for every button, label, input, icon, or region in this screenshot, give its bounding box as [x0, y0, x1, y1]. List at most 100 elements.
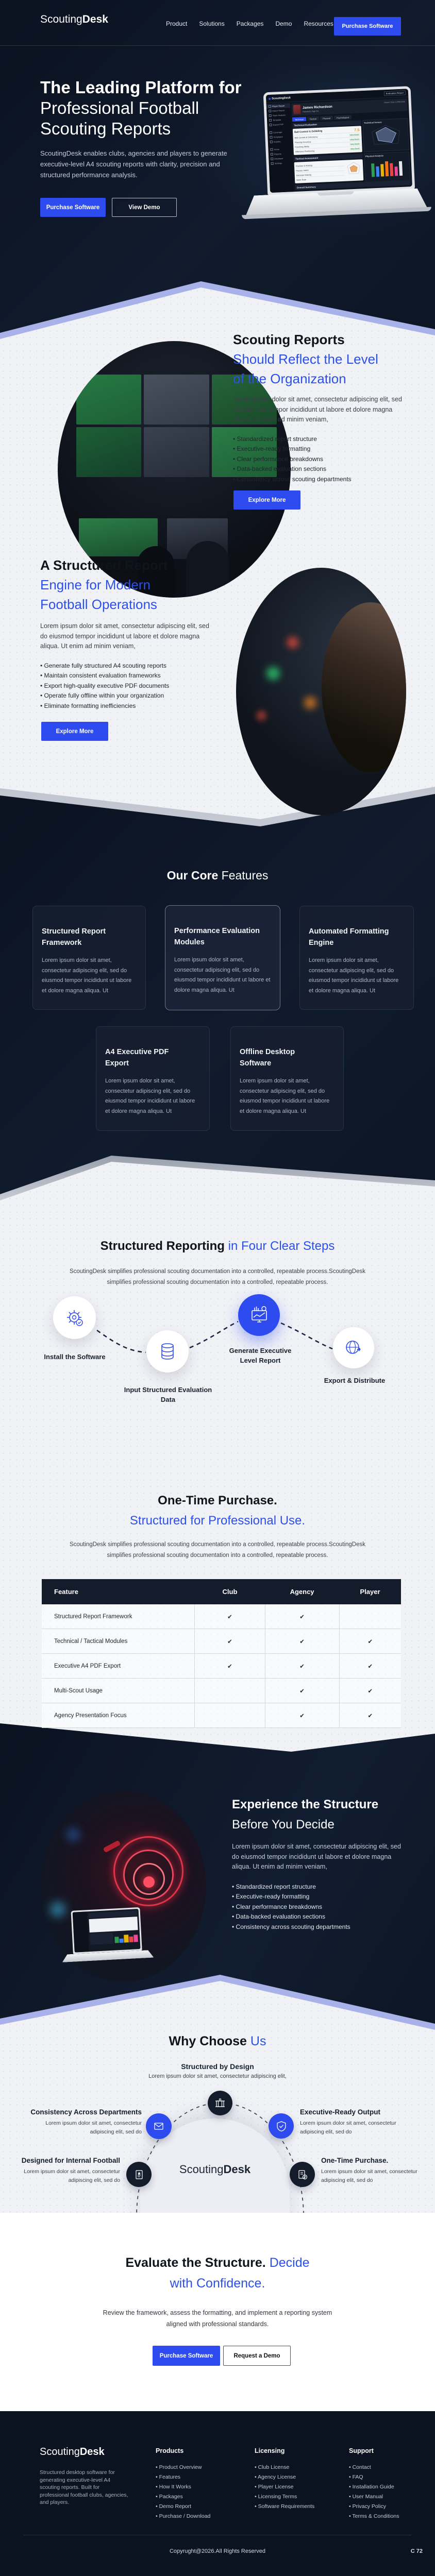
step-label-export: Export & Distribute [324, 1377, 386, 1384]
features-title: Our Core Features [0, 869, 435, 883]
steps-title: Structured Reporting in Four Clear Steps [0, 1239, 435, 1253]
bullet-item: Consistency across scouting departments [233, 474, 352, 484]
why-item-internal: Designed for Internal Football Lorem ips… [21, 2157, 120, 2183]
report-date: Report Date 12/08/2026 [384, 100, 405, 104]
footer-col-licensing-title: Licensing [255, 2447, 285, 2454]
table-row: Structured Report Framework ✔ ✔ [42, 1604, 401, 1629]
step-export-circle [333, 1327, 374, 1368]
footer-link[interactable]: Player License [255, 2482, 314, 2492]
laptop-sidebar-item[interactable]: Settings [269, 160, 293, 166]
reports-title-blue2: of the Organization [233, 371, 346, 386]
footer-link[interactable]: Demo Report [156, 2502, 210, 2512]
experience-bullet-list: Standardized report structure Executive-… [232, 1882, 350, 1932]
footer-link[interactable]: Features [156, 2472, 210, 2482]
pricing-title: One-Time Purchase. Structured for Profes… [0, 1490, 435, 1531]
building-icon [215, 2098, 225, 2107]
features-title-light: Features [221, 869, 269, 882]
laptop-sidebar-item[interactable]: Export PDF [267, 122, 291, 127]
hero-title-line1: The Leading Platform for [40, 78, 242, 97]
pricing-title-blue: Structured for Professional Use. [129, 1514, 306, 1528]
footer-link[interactable]: FAQ [349, 2472, 399, 2482]
footer-logo[interactable]: ScoutingDesk [40, 2446, 105, 2458]
cta-purchase-button[interactable]: Purchase Software [153, 2346, 220, 2366]
tab-psychological[interactable]: Psychological [333, 115, 352, 120]
footer-col-support-title: Support [349, 2447, 374, 2454]
why-title-dark: Why Choose [169, 2034, 247, 2048]
check-cell: ✔ [194, 1629, 265, 1654]
cta-section [0, 2213, 435, 2411]
footer-link[interactable]: Packages [156, 2492, 210, 2502]
pricing-title-dark: One-Time Purchase. [158, 1494, 277, 1507]
footer-link[interactable]: Contact [349, 2463, 399, 2472]
footer-link[interactable]: Club License [255, 2463, 314, 2472]
tab-tactical[interactable]: Tactical [307, 116, 320, 121]
footer-link[interactable]: Software Requirements [255, 2502, 315, 2512]
footer-link[interactable]: Privacy Policy [349, 2502, 399, 2512]
cta-title-dark: Evaluate the Structure. [125, 2256, 266, 2270]
check-cell: ✔ [339, 1629, 401, 1654]
why-top-title: Structured by Design [181, 2062, 254, 2071]
header-purchase-button[interactable]: Purchase Software [334, 17, 401, 36]
footer-col-support-links: Contact FAQ Installation Guide User Manu… [349, 2463, 399, 2521]
check-cell: ✔ [339, 1678, 401, 1703]
footer-link[interactable]: How It Works [156, 2482, 210, 2492]
footer-version: C 72 [410, 2548, 423, 2554]
footer-link[interactable]: Installation Guide [349, 2482, 399, 2492]
experience-title-light: Before You Decide [232, 1818, 334, 1832]
player-avatar [293, 105, 301, 114]
empty-cell [339, 1604, 401, 1629]
panel-radar: Technical Assess [362, 118, 409, 152]
why-item-executive: Executive-Ready Output Lorem ipsum dolor… [300, 2108, 396, 2135]
laptop-report-badge: Evaluation Report [383, 90, 406, 96]
footer-link[interactable]: Agency License [255, 2472, 314, 2482]
globe-export-icon [346, 1341, 361, 1354]
hero-purchase-button[interactable]: Purchase Software [40, 198, 106, 217]
bullet-item: Standardized report structure [232, 1882, 350, 1892]
footer-link[interactable]: Product Overview [156, 2463, 210, 2472]
empty-cell [194, 1678, 265, 1703]
bullet-item: Standardized report structure [233, 434, 352, 444]
gear-wrench-icon [66, 1310, 83, 1326]
dart [103, 1840, 121, 1853]
col-feature: Feature [42, 1579, 195, 1604]
bullet-item: Generate fully structured A4 scouting re… [40, 661, 169, 671]
laptop-screen: ScoutingDesk Evaluation Report Player Re… [263, 86, 415, 196]
step-generate-circle [238, 1294, 280, 1336]
footer-link[interactable]: User Manual [349, 2492, 399, 2502]
step-input-circle [146, 1330, 189, 1372]
footer-link[interactable]: Purchase / Download [156, 2512, 211, 2521]
reports-title-blue1: Should Reflect the Level [233, 351, 378, 367]
cta-request-demo-button[interactable]: Request a Demo [223, 2346, 291, 2366]
laptop-sidebar-item[interactable]: Exports [268, 139, 292, 144]
tactical-assessment-card: Position & Making Passes Intent Decision… [294, 159, 363, 183]
logo[interactable]: ScoutingDesk [40, 13, 108, 26]
nav-item-solutions[interactable]: Solutions [199, 20, 225, 27]
tab-physical[interactable]: Physical [320, 115, 333, 121]
nav-item-demo[interactable]: Demo [275, 20, 292, 27]
app-logo-icon [269, 97, 271, 100]
target-center [143, 1876, 155, 1888]
nav-item-product[interactable]: Product [166, 20, 188, 27]
nav-item-resources[interactable]: Resources [304, 20, 333, 27]
steps-title-blue: in Four Clear Steps [228, 1239, 335, 1253]
engine-explore-button[interactable]: Explore More [41, 722, 108, 741]
check-cell: ✔ [194, 1604, 265, 1629]
tab-technical[interactable]: Technical [292, 116, 306, 122]
feature-card-body: Lorem ipsum dolor sit amet, consectetur … [240, 1078, 330, 1114]
nav-item-packages[interactable]: Packages [236, 20, 264, 27]
mail-icon [154, 2123, 163, 2130]
footer-link[interactable]: Terms & Conditions [349, 2512, 399, 2521]
engine-title-dark: A Structured Report [40, 557, 168, 573]
bullet-item: Maintain consistent evaluation framework… [40, 671, 169, 681]
reports-explore-button[interactable]: Explore More [233, 490, 300, 510]
footer-link[interactable]: Licensing Terms [255, 2492, 314, 2502]
bullet-item: Eliminate formatting inefficiencies [40, 701, 169, 711]
database-icon [161, 1343, 174, 1360]
hero-demo-button[interactable]: View Demo [112, 198, 177, 217]
